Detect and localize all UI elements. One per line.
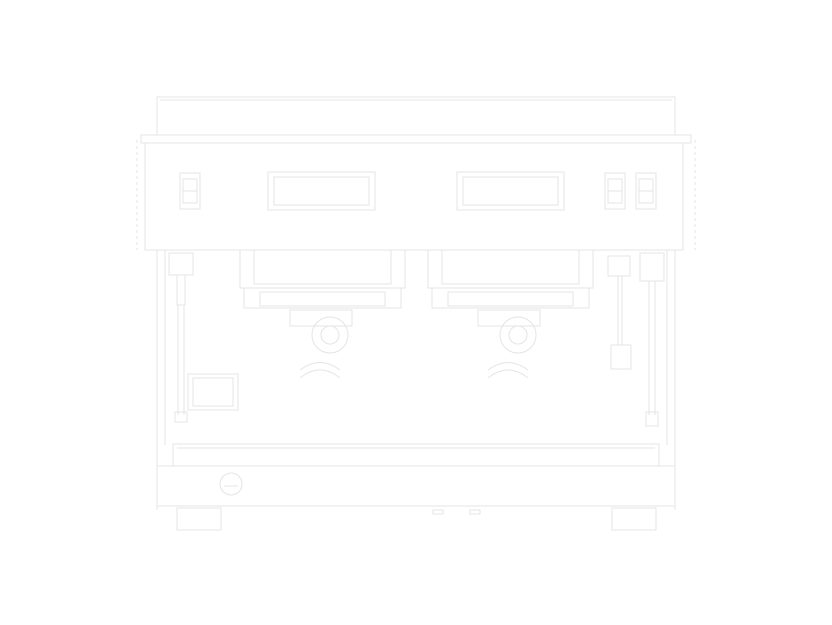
left-switch (179, 172, 201, 210)
power-button (219, 472, 243, 496)
steam-wand-right (639, 252, 665, 427)
steam-wand-left (168, 252, 194, 423)
display-right (456, 171, 565, 211)
machine-feet (176, 507, 657, 531)
hot-water-spout (607, 255, 632, 370)
right-switches (604, 172, 657, 210)
drip-tray (156, 443, 676, 507)
top-cup-tray (156, 96, 676, 136)
body-sides (156, 250, 676, 510)
group-head-right (427, 249, 594, 379)
display-left (267, 171, 376, 211)
upper-body-panel (136, 134, 696, 251)
hot-water-control (187, 373, 239, 411)
group-head-left (239, 249, 406, 379)
